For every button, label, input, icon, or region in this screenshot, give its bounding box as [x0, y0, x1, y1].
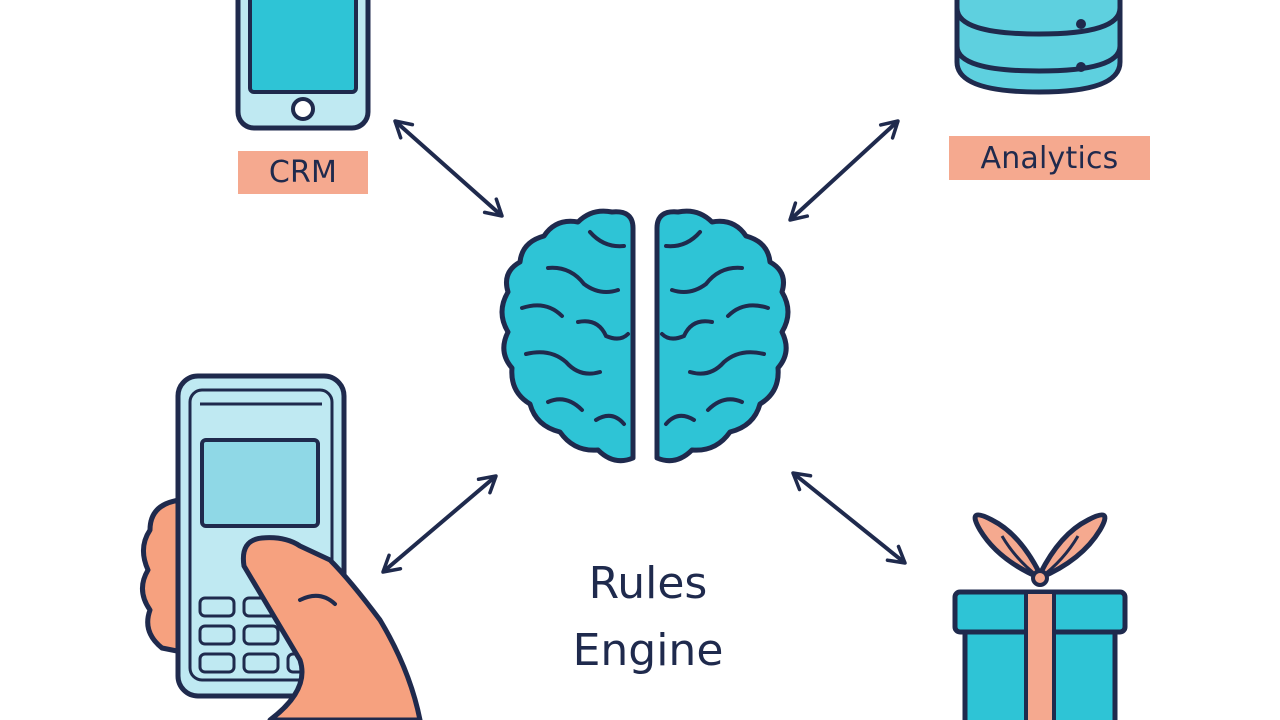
title-line-1: Rules [588, 558, 708, 609]
arrow-analytics-brain [788, 119, 900, 222]
smartphone-icon [235, 0, 371, 131]
brain-icon [499, 208, 791, 464]
payment-terminal-icon [140, 373, 423, 720]
arrow-crm-brain [393, 119, 504, 218]
database-icon [954, 0, 1123, 95]
arrow-gift-brain [791, 471, 907, 565]
analytics-label: Analytics [949, 136, 1150, 180]
title-line-2: Engine [572, 625, 724, 676]
gift-icon [952, 512, 1128, 720]
arrow-terminal-brain [381, 474, 498, 574]
crm-label: CRM [238, 151, 368, 194]
